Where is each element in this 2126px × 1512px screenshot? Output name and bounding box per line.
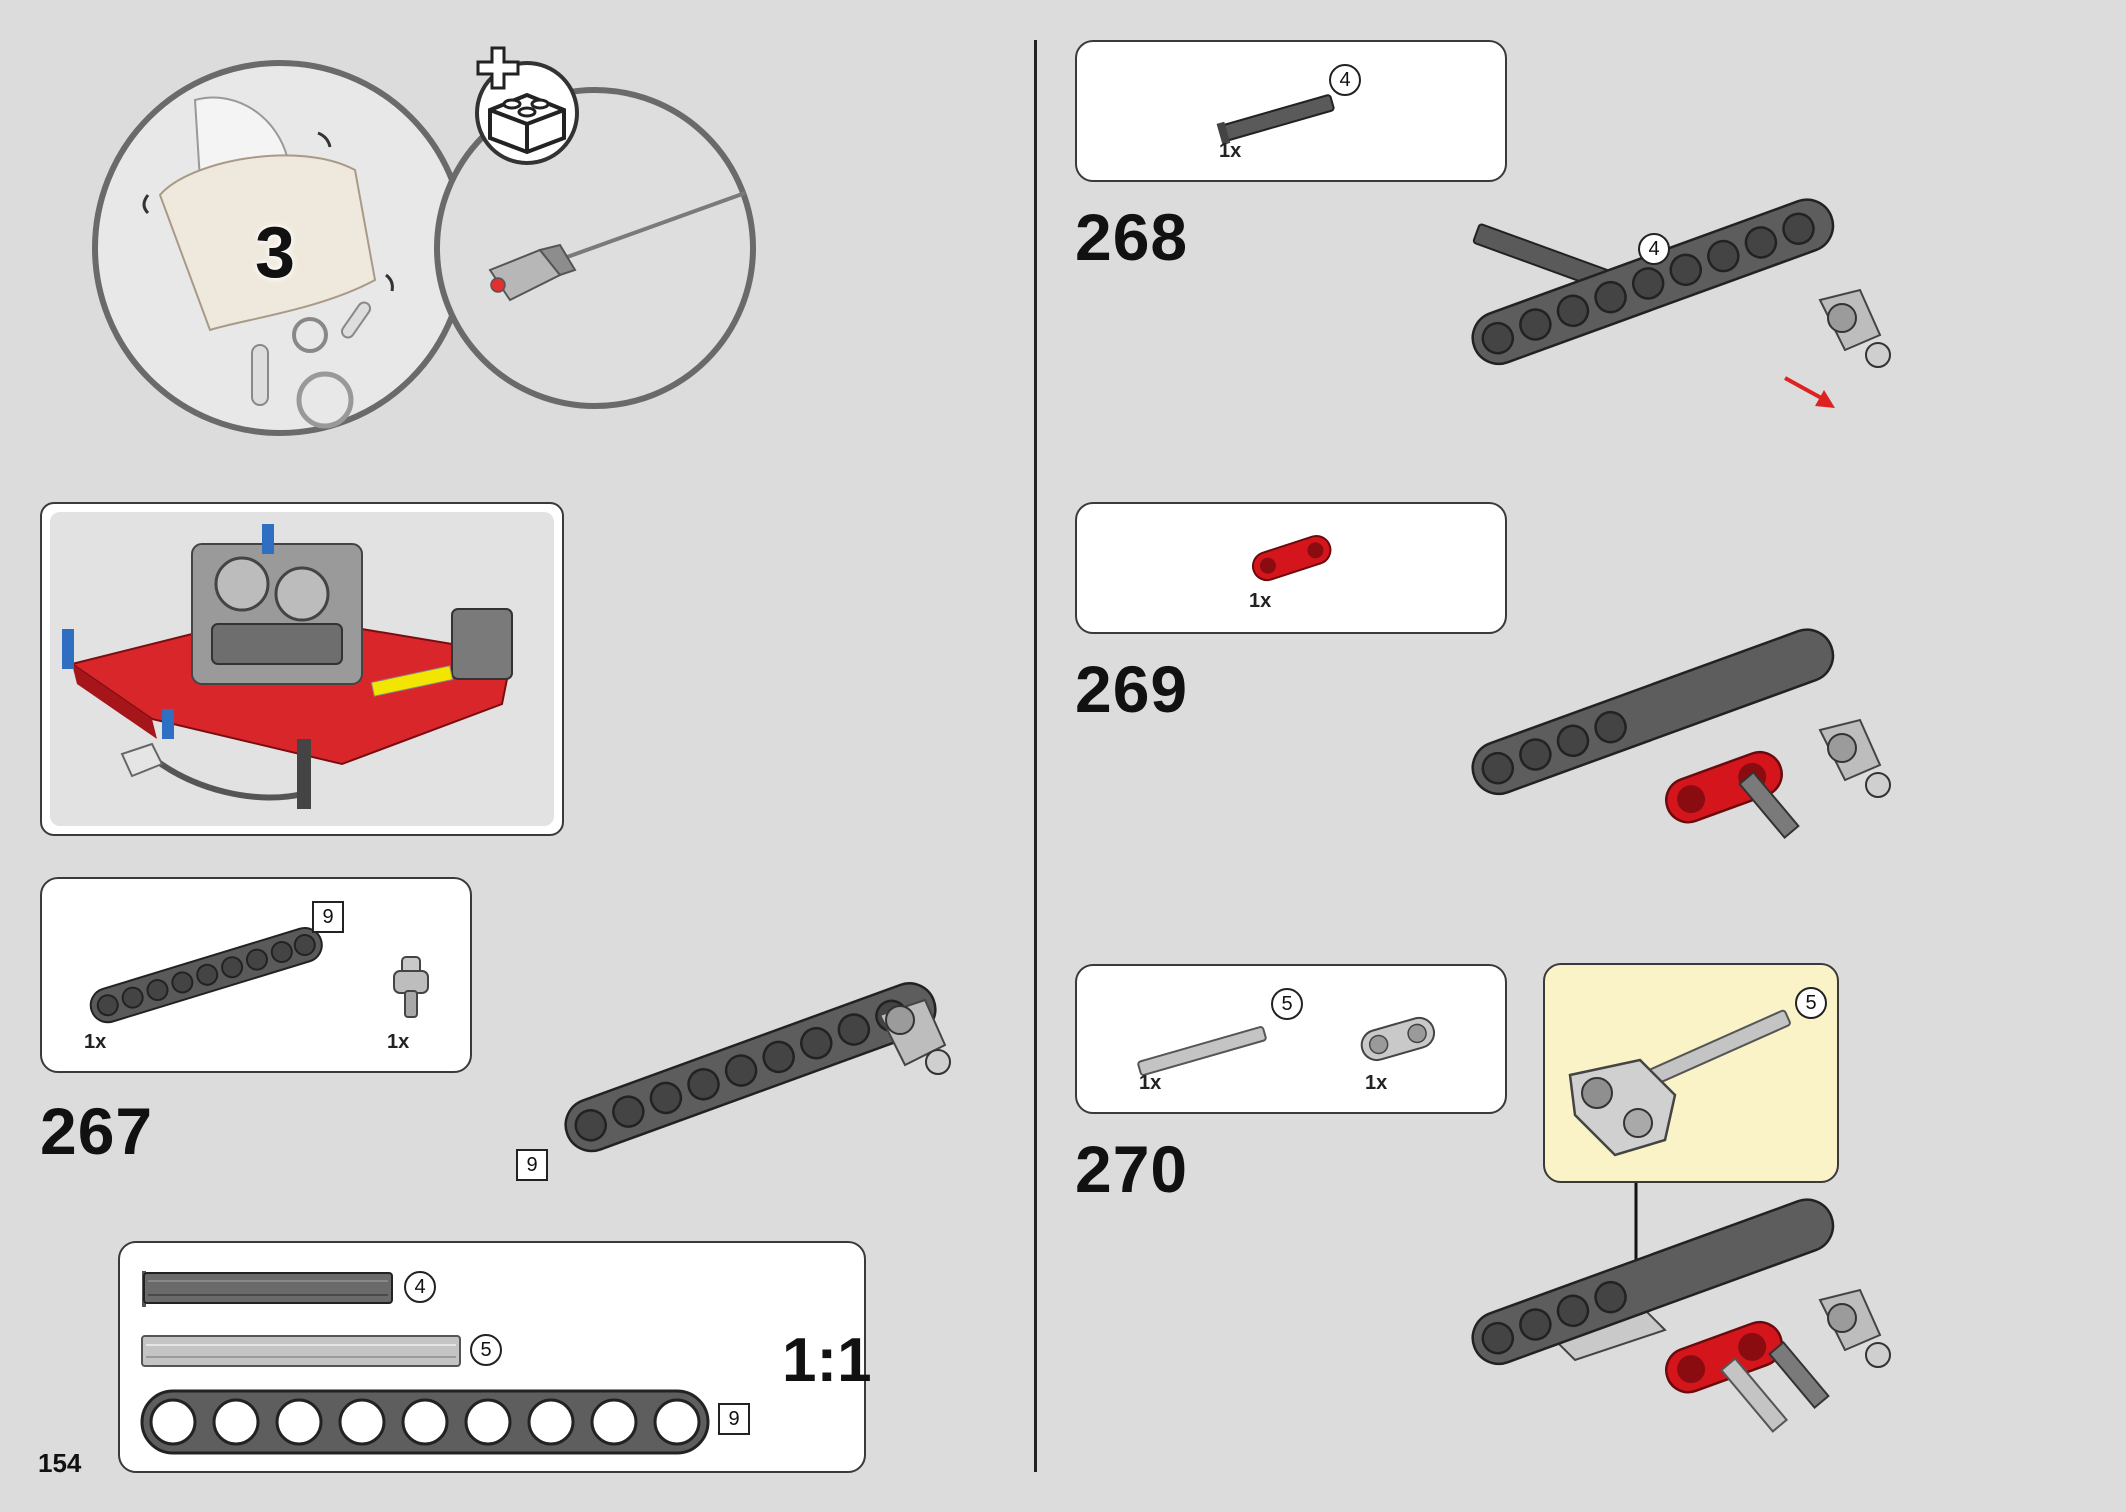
callout-length-badge-5: 5 bbox=[1795, 987, 1827, 1019]
gray-axle-connector-icon bbox=[393, 956, 429, 1018]
gray-liftarm-9-icon bbox=[89, 927, 323, 1024]
ruler-badge-9: 9 bbox=[718, 1403, 750, 1435]
page-divider bbox=[1034, 40, 1037, 1472]
step-268-parts-panel: 4 1x bbox=[1075, 40, 1507, 182]
step-269-parts-panel: 1x bbox=[1075, 502, 1507, 634]
scale-ruler-panel: 4 5 9 1:1 bbox=[118, 1241, 872, 1473]
red-axle-pin-connector-icon bbox=[1251, 535, 1332, 582]
ruler-badge-4: 4 bbox=[404, 1271, 436, 1303]
part-qty: 1x bbox=[84, 1031, 107, 1053]
length-badge-9: 9 bbox=[312, 901, 344, 933]
bag-number: 3 bbox=[255, 213, 296, 293]
dark-gray-axle-4-icon bbox=[1216, 94, 1335, 146]
step-270-subassembly-callout: 5 bbox=[1543, 963, 1839, 1183]
page-number: 154 bbox=[38, 1448, 82, 1478]
step-number-267: 267 bbox=[40, 1094, 154, 1168]
step-267-parts-panel: 9 1x 1x bbox=[40, 877, 472, 1073]
ruler-parts-image bbox=[140, 1271, 710, 1455]
part-qty: 1x bbox=[1365, 1072, 1388, 1094]
light-gray-connector-icon bbox=[1360, 1016, 1436, 1062]
step-270-parts-panel: 5 1x 1x bbox=[1075, 964, 1507, 1114]
step-number-269: 269 bbox=[1075, 652, 1189, 726]
light-gray-axle-5-icon bbox=[1137, 1026, 1267, 1076]
model-length-badge-9: 9 bbox=[516, 1149, 548, 1181]
scale-label: 1:1 bbox=[782, 1326, 872, 1395]
part-qty: 1x bbox=[1249, 590, 1272, 612]
ruler-badge-5: 5 bbox=[470, 1334, 502, 1366]
model-overview-image bbox=[62, 524, 514, 809]
subassembly-image bbox=[1568, 1009, 1791, 1157]
length-badge-5: 5 bbox=[1271, 988, 1303, 1020]
step-number-270: 270 bbox=[1075, 1132, 1189, 1206]
part-qty: 1x bbox=[387, 1031, 410, 1053]
part-qty: 1x bbox=[1219, 140, 1242, 162]
model-length-badge-4: 4 bbox=[1638, 233, 1670, 265]
step-number-268: 268 bbox=[1075, 200, 1189, 274]
length-badge-4: 4 bbox=[1329, 64, 1361, 96]
part-qty: 1x bbox=[1139, 1072, 1162, 1094]
model-overview-panel bbox=[40, 502, 564, 836]
